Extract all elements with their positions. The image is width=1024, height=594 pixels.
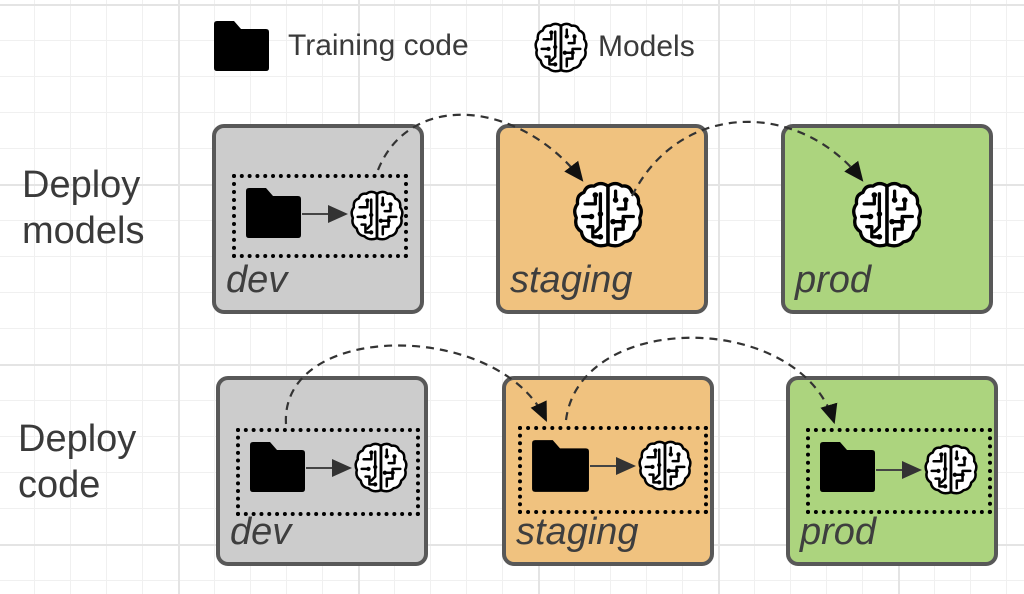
stage-label: dev: [230, 511, 292, 553]
brain-circuit-icon: [534, 22, 588, 73]
legend-label-training-code: Training code: [288, 29, 469, 62]
stage-box-staging-models: staging: [496, 124, 708, 314]
artifact-bundle: [518, 426, 708, 514]
row-label-line: models: [22, 210, 145, 252]
stage-label: staging: [516, 511, 639, 553]
artifact-bundle: [236, 428, 420, 516]
folder-icon: [246, 188, 301, 238]
legend-training-code: Training code: [212, 20, 469, 72]
arrow-icon: [306, 459, 352, 477]
stage-label: dev: [226, 259, 288, 301]
folder-icon: [532, 440, 589, 492]
stage-label: prod: [800, 511, 877, 553]
stage-label: staging: [510, 259, 633, 301]
brain-circuit-icon: [852, 181, 922, 248]
folder-icon: [820, 442, 875, 492]
row-label-deploy-code: Deploy code: [18, 416, 136, 508]
brain-circuit-icon: [638, 440, 692, 491]
arrow-icon: [590, 457, 636, 475]
stage-box-prod-models: prod: [781, 124, 993, 314]
folder-icon: [214, 21, 269, 71]
stage-box-dev-models: dev: [212, 124, 424, 314]
artifact-bundle: [806, 428, 992, 514]
folder-icon: [250, 442, 305, 492]
stage-box-prod-code: prod: [786, 376, 998, 566]
brain-circuit-icon: [573, 181, 643, 248]
stage-box-staging-code: staging: [502, 376, 714, 566]
arrow-icon: [302, 205, 348, 223]
brain-circuit-icon: [350, 190, 404, 241]
arrow-icon: [876, 461, 922, 479]
row-label-line: Deploy: [18, 418, 137, 460]
row-label-line: code: [18, 464, 101, 506]
stage-label: prod: [795, 259, 872, 301]
brain-circuit-icon: [354, 442, 408, 493]
brain-circuit-icon: [924, 444, 978, 495]
stage-box-dev-code: dev: [216, 376, 428, 566]
row-label-deploy-models: Deploy models: [22, 162, 145, 254]
row-label-line: Deploy: [22, 164, 141, 206]
legend-models: Models: [532, 20, 695, 74]
artifact-bundle: [232, 174, 408, 258]
legend-label-models: Models: [598, 30, 695, 63]
